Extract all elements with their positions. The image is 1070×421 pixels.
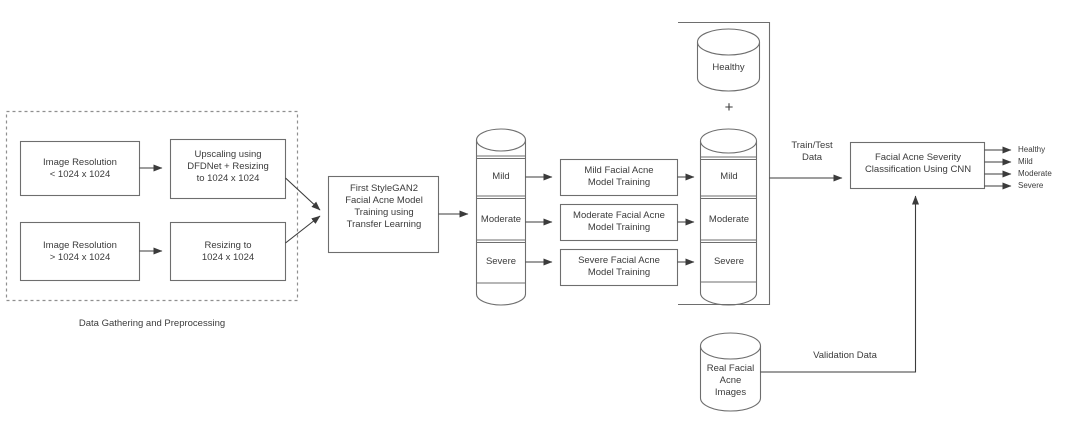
dataset-severity-database	[699, 128, 758, 306]
dataset-bundle-bracket	[678, 21, 771, 306]
edge-upscale-stylegan	[285, 177, 321, 211]
edge-validation-classifier	[760, 195, 919, 373]
box-mild-training	[559, 158, 679, 197]
box-classifier	[849, 141, 986, 190]
generated-severity-database	[475, 128, 527, 306]
preprocessing-group-border	[5, 110, 299, 302]
healthy-database	[696, 28, 761, 92]
box-res-high	[19, 221, 141, 282]
edge-resize-stylegan	[285, 215, 321, 244]
box-stylegan	[327, 175, 440, 254]
box-upscale	[169, 138, 287, 200]
box-resize	[169, 221, 287, 282]
box-moderate-training	[559, 203, 679, 242]
box-res-low	[19, 140, 141, 197]
box-severe-training	[559, 248, 679, 287]
real-images-database	[699, 332, 762, 412]
